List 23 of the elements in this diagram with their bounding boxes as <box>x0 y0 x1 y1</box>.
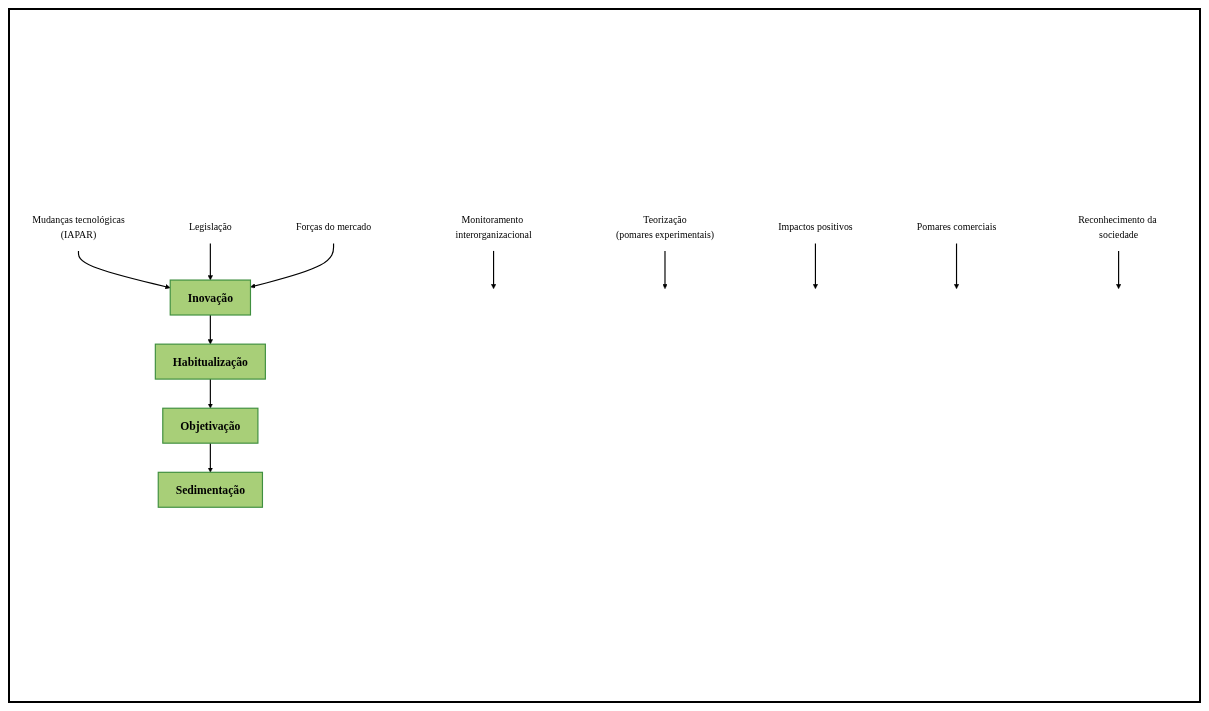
arrow <box>77 250 171 290</box>
node-box: Objetivação <box>162 407 259 444</box>
arrow <box>250 242 335 289</box>
arrow <box>812 242 818 290</box>
node-text: Legislação <box>188 221 232 233</box>
arrow <box>207 314 213 345</box>
node-text: Mudanças tecnológicas (IAPAR) <box>32 214 125 241</box>
node-text: Monitoramento interorganizacional <box>455 214 532 241</box>
node-text: Reconhecimento da sociedade <box>1078 214 1157 241</box>
arrow <box>953 242 960 290</box>
arrow <box>1116 250 1122 290</box>
node-box: Sedimentação <box>157 471 264 508</box>
node-box: Inovação <box>169 279 252 316</box>
node-text: Forças do mercado <box>295 221 372 233</box>
arrow <box>207 378 213 409</box>
node-text: Pomares comerciais <box>916 221 997 233</box>
arrow <box>207 442 213 473</box>
arrow <box>491 250 497 290</box>
arrow <box>207 242 213 281</box>
arrow <box>662 250 668 290</box>
node-text: Teorização (pomares experimentais) <box>615 214 715 241</box>
node-box: Habitualização <box>154 343 266 380</box>
node-text: Impactos positivos <box>778 221 853 233</box>
